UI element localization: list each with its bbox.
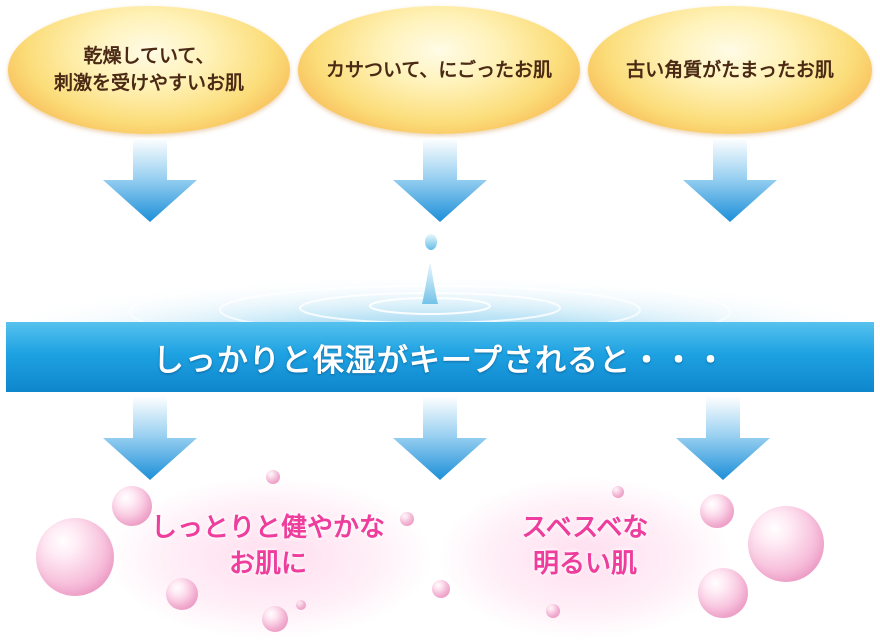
- result-moist-healthy: しっとりと健やかな お肌に: [118, 510, 418, 582]
- condition-2-line1: カサついて、にごったお肌: [325, 58, 553, 81]
- condition-1-line2: 刺激を受けやすいお肌: [53, 72, 244, 94]
- bubble: [546, 604, 560, 618]
- bubble: [112, 486, 152, 526]
- result-smooth-bright: スベスベな 明るい肌: [470, 510, 700, 582]
- bubble: [266, 470, 280, 484]
- result-2-line2: 明るい肌: [532, 549, 637, 579]
- bubble: [748, 506, 824, 582]
- condition-dry-skin: 乾燥していて、 刺激を受けやすいお肌: [8, 6, 290, 134]
- condition-rough-skin: カサついて、にごったお肌: [298, 6, 580, 134]
- bubble: [432, 580, 450, 598]
- moisture-banner: しっかりと保湿がキープされると・・・: [6, 322, 874, 392]
- bubble: [262, 606, 288, 632]
- bubble: [296, 600, 306, 610]
- down-arrow-icon: [683, 138, 777, 222]
- down-arrow-icon: [103, 138, 197, 222]
- bubble: [166, 578, 198, 610]
- result-glow: [440, 478, 730, 638]
- result-2-line1: スベスベな: [521, 513, 649, 543]
- banner-text: しっかりと保湿がキープされると・・・: [152, 342, 728, 379]
- result-1-line1: しっとりと健やかな: [150, 513, 385, 543]
- bubble: [700, 494, 734, 528]
- condition-1-line1: 乾燥していて、: [83, 45, 215, 67]
- result-1-line2: お肌に: [228, 549, 307, 579]
- down-arrow-icon: [393, 138, 487, 222]
- bubble: [612, 486, 624, 498]
- condition-old-keratin: 古い角質がたまったお肌: [588, 6, 872, 134]
- down-arrow-icon: [393, 396, 487, 480]
- down-arrow-icon: [676, 396, 770, 480]
- down-arrow-icon: [103, 396, 197, 480]
- condition-3-line1: 古い角質がたまったお肌: [626, 58, 834, 81]
- bubble: [36, 518, 114, 596]
- bubble: [698, 568, 748, 618]
- bubble: [400, 512, 414, 526]
